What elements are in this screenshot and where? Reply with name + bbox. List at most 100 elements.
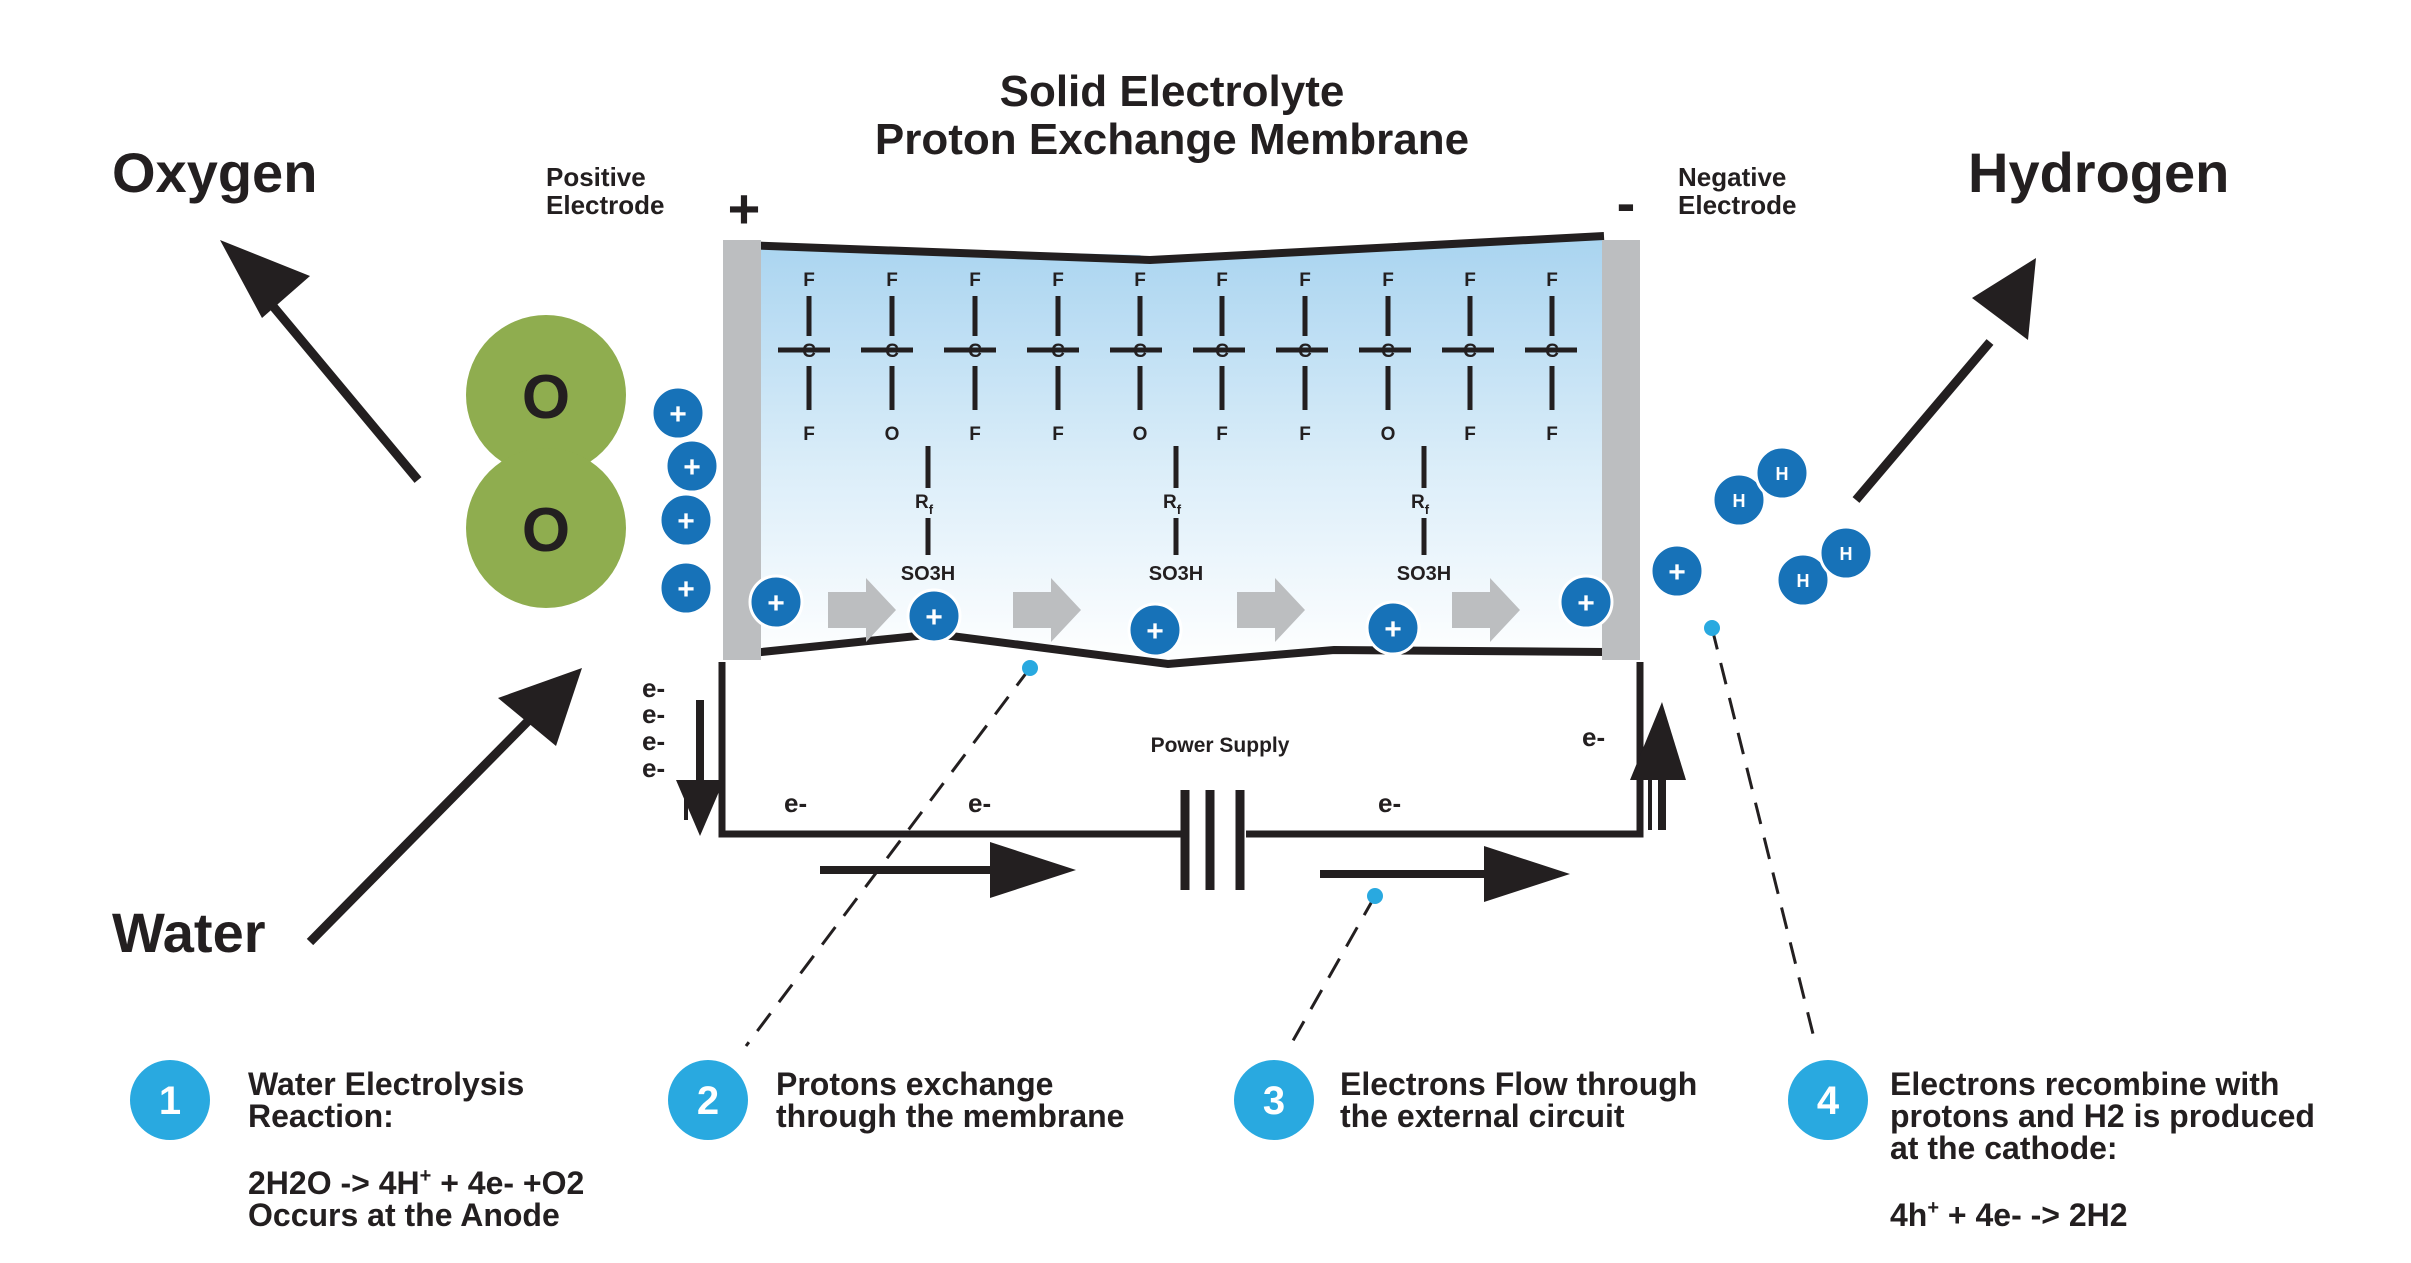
- proton-sign: +: [669, 398, 687, 431]
- electron-label-6: e-: [968, 788, 991, 818]
- step-4-equation: 4h+ + 4e- -> 2H2: [1890, 1197, 2128, 1233]
- step-2-badge-icon: [668, 1060, 748, 1140]
- atom-bottom: F: [803, 424, 815, 445]
- atom-top: F: [1382, 270, 1394, 291]
- atom-bottom: O: [1133, 424, 1148, 445]
- membrane-body: [742, 238, 1604, 664]
- hydrogen-label: Hydrogen: [1968, 141, 2229, 204]
- step-3: 3 Electrons Flow through the external ci…: [1234, 1060, 1697, 1140]
- atom-bottom: F: [969, 424, 981, 445]
- proton: +: [664, 438, 720, 494]
- electron-down-arrow-icon: [676, 700, 724, 836]
- atom-top: F: [1546, 270, 1558, 291]
- step-3-badge-icon: [1234, 1060, 1314, 1140]
- negative-electrode-line-2: Electrode: [1678, 190, 1797, 220]
- proton-sign: +: [677, 573, 695, 606]
- step-1-equation: 2H2O -> 4H+ + 4e- +O2: [248, 1165, 584, 1201]
- electron-right-arrow-2-icon: [1320, 846, 1570, 902]
- sulfonic-group-label: SO3H: [1149, 563, 1203, 585]
- plus-circle-icon: [658, 492, 714, 548]
- arrow-icon: [1452, 578, 1520, 642]
- hydrogen-atom: [1754, 445, 1810, 501]
- atom-top: F: [1299, 270, 1311, 291]
- proton: +: [650, 385, 706, 441]
- electron-label-7: e-: [1378, 788, 1401, 818]
- leader-line-2: [744, 667, 1032, 1047]
- proton: +: [1127, 602, 1183, 658]
- atom-bottom: O: [885, 424, 900, 445]
- positive-sign: +: [728, 177, 761, 240]
- step-4-line-2: protons and H2 is produced: [1890, 1098, 2315, 1134]
- oxygen-atom-label-bottom: O: [522, 496, 570, 565]
- proton-flow-arrows: [828, 578, 1520, 642]
- atom-carbon: C: [885, 341, 899, 362]
- membrane-top-edge: [741, 232, 1605, 265]
- negative-electrode-line-1: Negative: [1678, 162, 1786, 192]
- side-chain-label: Rf: [915, 492, 934, 517]
- electron-label-8: e-: [1582, 722, 1605, 752]
- step-3-line-2: the external circuit: [1340, 1098, 1625, 1134]
- atom-carbon: C: [1381, 341, 1395, 362]
- step-3-line-1: Electrons Flow through: [1340, 1066, 1697, 1102]
- plus-circle-icon: [658, 560, 714, 616]
- step-1-badge-icon: [130, 1060, 210, 1140]
- atom-carbon: C: [1545, 341, 1559, 362]
- arrow-icon: [1013, 578, 1081, 642]
- electron-label-2: e-: [642, 699, 665, 729]
- step-2-number: 2: [697, 1079, 719, 1123]
- atom-carbon: C: [968, 341, 982, 362]
- step-1: 1 Water Electrolysis Reaction: 2H2O -> 4…: [130, 1060, 584, 1233]
- plus-circle-icon: [1649, 543, 1705, 599]
- proton: +: [748, 574, 804, 630]
- side-chain-label: Rf: [1163, 492, 1182, 517]
- electron-right-arrow-1-icon: [820, 842, 1076, 898]
- plus-circle-icon: [1558, 574, 1614, 630]
- positive-electrode-line-2: Electrode: [546, 190, 665, 220]
- atom-top: F: [969, 270, 981, 291]
- leader-dot-2: [1022, 660, 1038, 676]
- plus-circle-icon: [1365, 600, 1421, 656]
- proton: +: [658, 492, 714, 548]
- atom-carbon: C: [1051, 341, 1065, 362]
- atom-bottom: O: [1381, 424, 1396, 445]
- atom-top: F: [886, 270, 898, 291]
- oxygen-atom-bottom: [466, 448, 626, 608]
- electron-label-4: e-: [642, 753, 665, 783]
- hydrogen-out-arrow-icon: [1852, 258, 2036, 503]
- oxygen-molecule: O O: [466, 315, 626, 608]
- side-chain-label: Rf: [1411, 492, 1430, 517]
- plus-circle-icon: [650, 385, 706, 441]
- proton-sign: +: [1384, 613, 1402, 646]
- oxygen-out-arrow-icon: [220, 240, 422, 483]
- proton: +: [1649, 543, 1705, 599]
- oxygen-atom-label-top: O: [522, 363, 570, 432]
- membrane-bottom-edge: [741, 629, 1605, 669]
- proton-sign: +: [683, 451, 701, 484]
- hydrogen-atom-label: H: [1733, 491, 1746, 511]
- electron-label-5: e-: [784, 788, 807, 818]
- atom-top: F: [1052, 270, 1064, 291]
- hydrogen-molecule: HH: [1775, 525, 1874, 608]
- arrow-icon: [1237, 578, 1305, 642]
- proton: +: [1558, 574, 1614, 630]
- hydrogen-atom: [1775, 552, 1831, 608]
- step-2: 2 Protons exchange through the membrane: [668, 1060, 1124, 1140]
- plus-circle-icon: [1127, 602, 1183, 658]
- electron-up-arrow-icon: [1630, 702, 1686, 830]
- step-1-number: 1: [159, 1079, 181, 1123]
- atom-top: F: [1134, 270, 1146, 291]
- step-1-line-1: Water Electrolysis: [248, 1066, 524, 1102]
- proton: +: [1365, 600, 1421, 656]
- step-2-line-1: Protons exchange: [776, 1066, 1053, 1102]
- step-4-number: 4: [1817, 1079, 1840, 1123]
- oxygen-atom-top: [466, 315, 626, 475]
- step-4-badge-icon: [1788, 1060, 1868, 1140]
- negative-sign: -: [1617, 171, 1636, 234]
- power-supply-label: Power Supply: [1151, 734, 1290, 757]
- atom-bottom: F: [1216, 424, 1228, 445]
- proton-sign: +: [677, 505, 695, 538]
- atom-top: F: [1216, 270, 1228, 291]
- leader-dot-4: [1704, 620, 1720, 636]
- sulfonic-group-label: SO3H: [901, 563, 955, 585]
